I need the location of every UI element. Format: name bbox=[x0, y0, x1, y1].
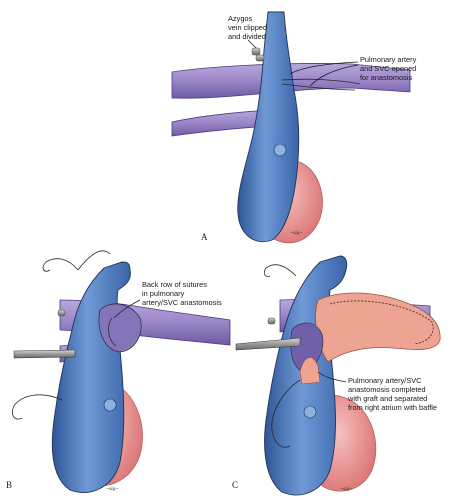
retractor-icon bbox=[13, 349, 76, 359]
panel-a-pa-line-2: and SVC opened bbox=[360, 64, 416, 73]
panel-c-line-1: Pulmonary artery/SVC bbox=[348, 376, 422, 385]
panel-b-illustration: ~sig~ bbox=[12, 250, 231, 493]
panel-a-illustration: ~sig~ bbox=[171, 11, 411, 244]
panel-a-azygos-line-2: vein clipped bbox=[228, 23, 267, 32]
artist-signature: ~sig~ bbox=[340, 486, 352, 492]
panel-a-pa-line-1: Pulmonary artery bbox=[360, 55, 417, 64]
panel-c-illustration: ~sig~ bbox=[235, 255, 441, 496]
baffle-graft bbox=[299, 357, 321, 385]
suture-thread-bottom bbox=[271, 379, 301, 448]
retractor-icon bbox=[235, 337, 301, 351]
pa-svc-completed-label: Pulmonary artery/SVC anastomosis complet… bbox=[347, 376, 437, 412]
back-row-sutures-label: Back row of sutures in pulmonary artery/… bbox=[142, 280, 222, 307]
suture-thread-top bbox=[263, 264, 297, 277]
panel-a-letter: A bbox=[201, 232, 208, 242]
clip-icon bbox=[57, 309, 66, 317]
pa-leader-2 bbox=[309, 64, 359, 87]
panel-b-line-1: Back row of sutures bbox=[142, 280, 207, 289]
panel-c-line-4: from right atrium with baffle bbox=[348, 403, 437, 412]
baffle bbox=[290, 322, 324, 373]
clip-icon bbox=[267, 317, 276, 325]
artist-signature: ~sig~ bbox=[290, 230, 302, 236]
pa-svc-opened-label: Pulmonary artery and SVC opened for anas… bbox=[360, 55, 418, 82]
graft-patch bbox=[315, 292, 441, 363]
panel-c-line-3: with graft and separated bbox=[347, 394, 427, 403]
panel-a-azygos-line-1: Azygos bbox=[228, 14, 253, 23]
panel-a-pa-line-3: for anastomosis bbox=[360, 73, 412, 82]
artist-signature: ~sig~ bbox=[106, 486, 118, 492]
suture-thread-top bbox=[42, 258, 79, 272]
pa-leader-1 bbox=[289, 61, 359, 75]
azygos-label: Azygos vein clipped and divided bbox=[228, 14, 269, 41]
panel-c-letter: C bbox=[232, 480, 238, 490]
back-row-leader bbox=[113, 299, 141, 319]
azygos-leader bbox=[247, 39, 257, 49]
suture-thread-bottom bbox=[12, 394, 63, 420]
clip-icon bbox=[251, 47, 265, 62]
panel-c-line-2: anastomosis completed bbox=[348, 385, 426, 394]
panel-a-azygos-line-3: and divided bbox=[228, 32, 266, 41]
panel-b-letter: B bbox=[6, 480, 12, 490]
panel-b-line-2: in pulmonary bbox=[142, 289, 185, 298]
panel-b-line-3: artery/SVC anastomosis bbox=[142, 298, 222, 307]
completed-leader bbox=[317, 371, 347, 383]
